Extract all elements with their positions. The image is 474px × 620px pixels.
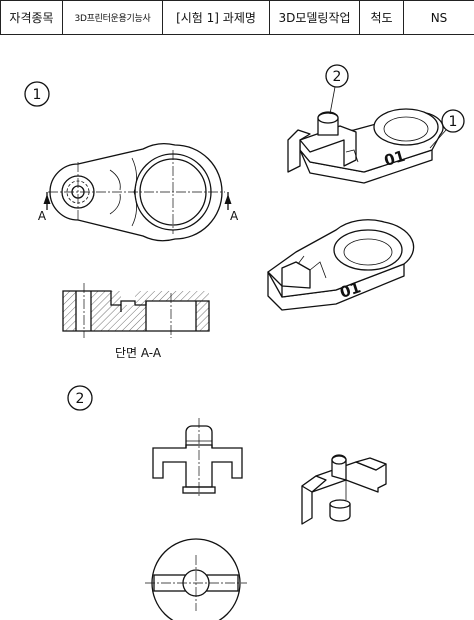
- title-value-scale: NS: [403, 0, 474, 35]
- callout-iso-part-1: 1: [429, 109, 465, 149]
- section-caption: 단면 A-A: [115, 346, 162, 360]
- assembly-part-mark: 01: [382, 147, 407, 170]
- title-value-task: 3D모델링작업: [269, 0, 360, 35]
- section-arrow-label-right: A: [230, 209, 239, 223]
- svg-text:2: 2: [333, 69, 342, 85]
- part1-isometric: 01: [267, 219, 415, 311]
- part2-isometric: [301, 454, 387, 525]
- part1-top-view: [43, 143, 232, 242]
- svg-text:2: 2: [76, 391, 85, 407]
- title-value-subject: 3D프린터운용기능사: [62, 0, 163, 35]
- title-label-scale: 척도: [359, 0, 404, 35]
- title-label-subject: 자격종목: [0, 0, 63, 35]
- part2-front-view: [152, 418, 243, 498]
- svg-text:1: 1: [449, 114, 458, 130]
- assembly-isometric: 01: [287, 108, 444, 184]
- callout-iso-part-2: 2: [325, 64, 349, 115]
- title-block: 자격종목 3D프린터운용기능사 [시험 1] 과제명 3D모델링작업 척도 NS: [0, 0, 474, 35]
- part2-top-view: [145, 538, 247, 620]
- part1-mark: 01: [338, 278, 363, 302]
- callout-view-set-1: 1: [24, 81, 50, 107]
- svg-text:1: 1: [33, 87, 42, 103]
- section-arrow-label-left: A: [38, 209, 47, 223]
- callout-view-set-2: 2: [67, 385, 93, 411]
- section-view-a-a: [62, 283, 210, 338]
